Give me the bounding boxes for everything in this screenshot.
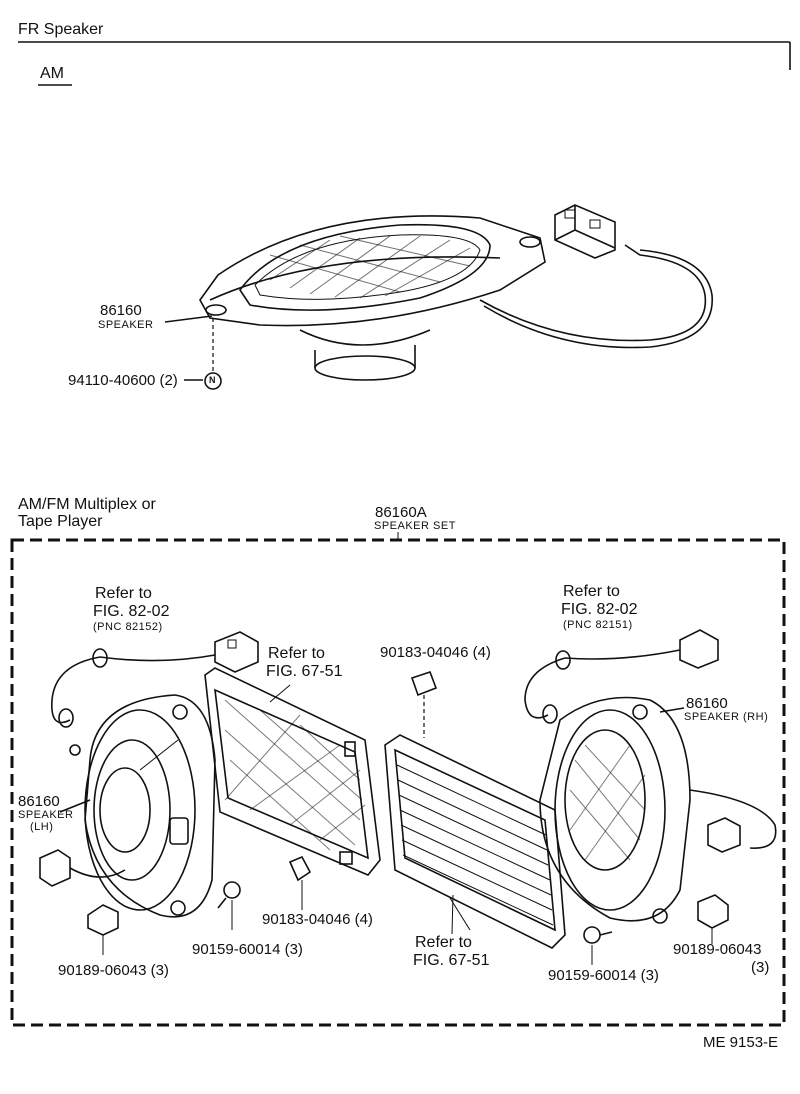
left-refer-pnc: (PNC 82152) bbox=[93, 621, 163, 633]
left-speaker-side: (LH) bbox=[30, 821, 54, 833]
speaker-part-number: 86160 bbox=[100, 302, 142, 319]
speaker-part-name: SPEAKER bbox=[98, 319, 154, 331]
right-speaker-name: SPEAKER (RH) bbox=[684, 711, 769, 723]
leader-right-speaker bbox=[659, 707, 685, 713]
left-speaker-illustration bbox=[39, 631, 259, 918]
mid-refer-top-line2: FIG. 67-51 bbox=[266, 663, 343, 680]
upper-clip-icon bbox=[410, 670, 438, 738]
left-refer-line2: FIG. 82-02 bbox=[93, 603, 170, 620]
nut-symbol-label: N bbox=[209, 375, 216, 385]
variant-multiplex-line2: Tape Player bbox=[18, 513, 103, 530]
mid-refer-top-line1: Refer to bbox=[268, 645, 325, 662]
leader-left-speaker bbox=[59, 799, 91, 813]
right-grille-panel bbox=[384, 734, 566, 949]
right-screw-part-number: 90159-60014 (3) bbox=[548, 967, 659, 984]
top-frame bbox=[18, 41, 791, 86]
left-screw-part-number: 90159-60014 (3) bbox=[192, 941, 303, 958]
right-refer-line2: FIG. 82-02 bbox=[561, 601, 638, 618]
left-speaker-name: SPEAKER bbox=[18, 809, 74, 821]
upper-clip-part-number: 90183-04046 (4) bbox=[380, 644, 491, 661]
right-connector-part-number-line2: (3) bbox=[751, 959, 770, 976]
speaker-set-part-number: 86160A bbox=[375, 504, 427, 521]
leader-speaker-top bbox=[164, 315, 213, 323]
right-speaker-part-number: 86160 bbox=[686, 695, 728, 712]
speaker-set-name: SPEAKER SET bbox=[374, 520, 456, 532]
nut-symbol-icon bbox=[184, 372, 222, 390]
left-connector-clip-icon bbox=[87, 904, 119, 955]
lower-clip-icon bbox=[288, 855, 312, 910]
left-connector-part-number: 90189-06043 (3) bbox=[58, 962, 169, 979]
mid-refer-bottom-line2: FIG. 67-51 bbox=[413, 952, 490, 969]
right-connector-clip-icon bbox=[697, 894, 729, 944]
left-speaker-part-number: 86160 bbox=[18, 793, 60, 810]
right-refer-pnc: (PNC 82151) bbox=[563, 619, 633, 631]
mid-refer-bottom-line1: Refer to bbox=[415, 934, 472, 951]
oval-speaker-illustration bbox=[199, 204, 713, 381]
left-screw-icon bbox=[217, 881, 241, 930]
variant-multiplex-line1: AM/FM Multiplex or bbox=[18, 496, 156, 513]
section-title-fr-speaker: FR Speaker bbox=[18, 21, 104, 38]
right-refer-line1: Refer to bbox=[563, 583, 620, 600]
leader-refer-top bbox=[269, 684, 291, 703]
leader-refer-bottom bbox=[451, 894, 454, 935]
left-refer-line1: Refer to bbox=[95, 585, 152, 602]
right-speaker-illustration bbox=[524, 629, 777, 924]
variant-am-label: AM bbox=[40, 65, 64, 82]
nut-part-number: 94110-40600 (2) bbox=[68, 372, 178, 389]
right-screw-icon bbox=[583, 926, 613, 965]
figure-code: ME 9153-E bbox=[703, 1034, 779, 1051]
lower-clip-part-number: 90183-04046 (4) bbox=[262, 911, 373, 928]
right-connector-part-number-line1: 90189-06043 bbox=[673, 941, 762, 958]
left-grille-panel bbox=[204, 667, 381, 876]
